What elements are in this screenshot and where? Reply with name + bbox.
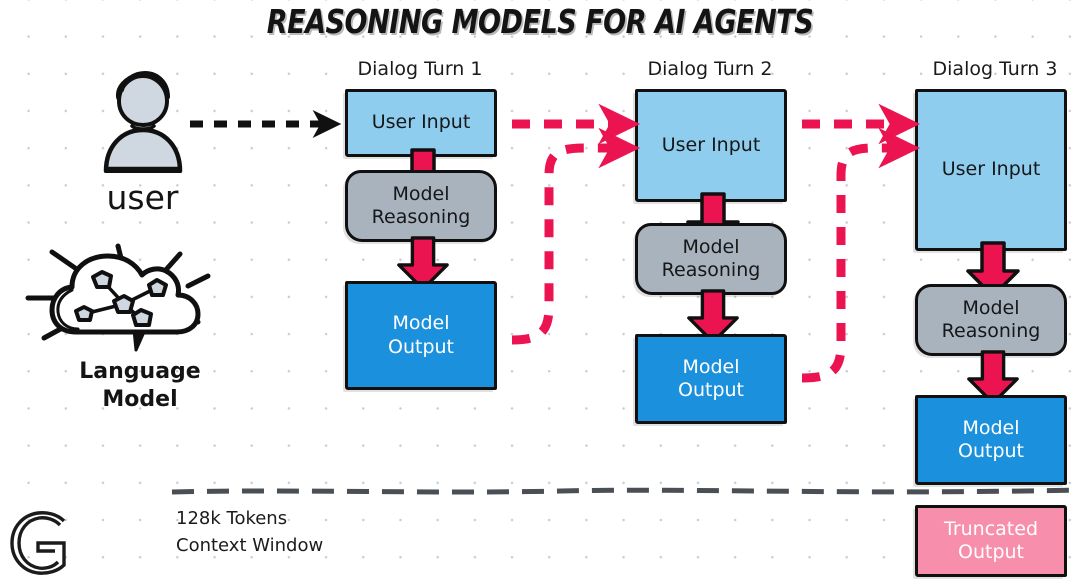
context-window-boundary-line [171,487,1080,495]
turn-2-user-input-box[interactable]: User Input [635,89,787,202]
turn-1-heading: Dialog Turn 1 [357,58,483,80]
turn-3-model-output-box[interactable]: Model Output [915,395,1067,485]
g-monogram-logo [10,511,66,575]
connector-t1-output-to-t2-input [511,127,641,345]
turn-1-model-output-box[interactable]: Model Output [345,281,497,390]
turn-2-heading: Dialog Turn 2 [647,58,773,80]
user-label: user [106,178,179,217]
turn-1-model-reasoning-box[interactable]: Model Reasoning [345,170,497,242]
user-avatar-icon [103,70,183,173]
turn-3-user-input-box[interactable]: User Input [915,89,1067,251]
turn-3-arrow-input-to-reasoning [966,241,1020,298]
cloud-neural-network-icon [25,243,211,352]
language-model-label: Language Model [79,359,201,412]
turn-3-model-reasoning-box[interactable]: Model Reasoning [915,284,1067,356]
turn-2-model-output-box[interactable]: Model Output [635,334,787,424]
turn-1-user-input-box[interactable]: User Input [345,89,497,157]
page-title: REASONING MODELS FOR AI AGENTS [266,2,814,41]
turn-2-model-reasoning-box[interactable]: Model Reasoning [635,223,787,295]
turn-2-arrow-reasoning-to-output [687,289,739,344]
turn-3-truncated-output-box[interactable]: Truncated Output [915,505,1067,577]
connector-t2-output-to-t3-input [801,127,921,383]
turn-3-heading: Dialog Turn 3 [932,58,1058,80]
turn-1-arrow-reasoning-to-output [397,236,449,291]
context-window-note: 128k Tokens Context Window [176,508,324,556]
turn-3-arrow-reasoning-to-output [967,350,1019,405]
